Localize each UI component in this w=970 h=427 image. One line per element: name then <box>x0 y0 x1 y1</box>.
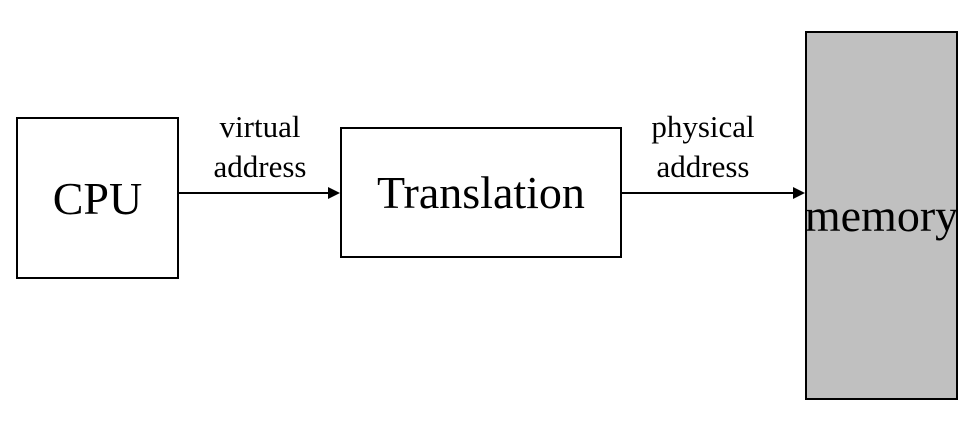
memory-label: memory <box>804 190 959 241</box>
cpu-label: CPU <box>52 172 143 224</box>
physical-address-label: physical address <box>633 107 773 187</box>
virtual-address-line1: virtual <box>219 109 301 144</box>
physical-address-line2: address <box>656 149 750 184</box>
cpu-to-translation-arrow <box>179 187 340 199</box>
translation-box: Translation <box>340 127 622 258</box>
translation-to-memory-arrow <box>622 187 805 199</box>
cpu-box: CPU <box>16 117 179 279</box>
virtual-address-line2: address <box>213 149 307 184</box>
virtual-address-label: virtual address <box>195 107 325 187</box>
translation-label: Translation <box>377 167 585 218</box>
physical-address-line1: physical <box>651 109 755 144</box>
memory-box: memory <box>805 31 958 400</box>
